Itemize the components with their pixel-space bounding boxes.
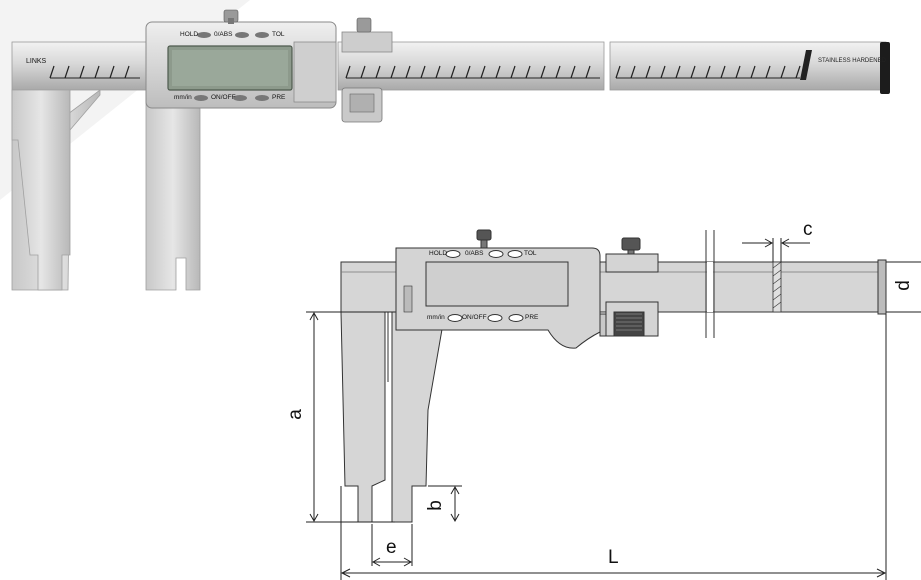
photo-scale-tick <box>555 65 561 79</box>
photo-scale-tick <box>660 65 666 79</box>
photo-scale-tick <box>64 65 70 79</box>
drawing-clamp-block <box>605 253 659 273</box>
photo-scale-tick <box>390 65 396 79</box>
photo-btn-abs <box>235 32 249 38</box>
photo-scale-tick <box>405 65 411 79</box>
photo-scale-tick <box>49 65 55 79</box>
drawing-end-cap <box>877 259 887 315</box>
photo-sliding-jaw <box>145 99 201 291</box>
drawing-fixed-jaw <box>340 311 386 523</box>
drawing-btn-tol <box>507 250 523 258</box>
photo-btn-tol <box>255 32 269 38</box>
photo-scale-tick <box>540 65 546 79</box>
photo-scale-tick <box>420 65 426 79</box>
photo-scale-tick <box>645 65 651 79</box>
photo-clamp-screw <box>356 17 372 33</box>
photo-scale-tick <box>750 65 756 79</box>
photo-clamp-block <box>341 31 393 53</box>
photo-scale-tick <box>510 65 516 79</box>
photo-btn-pre <box>255 95 269 101</box>
drawing-caliper <box>340 229 887 523</box>
photo-scale-tick <box>94 65 100 79</box>
photo-fixed-jaw-body <box>11 89 71 291</box>
photo-scale-tick <box>495 65 501 79</box>
photo-scale-tick <box>705 65 711 79</box>
photo-scale-tick <box>615 65 621 79</box>
photo-scale-tick <box>435 65 441 79</box>
dimension-lines <box>306 238 921 580</box>
drawing-btn-hold <box>445 250 461 258</box>
photo-scale-tick <box>450 65 456 79</box>
drawing-lcd <box>425 261 569 307</box>
photo-scale-tick <box>720 65 726 79</box>
photo-housing-side <box>293 41 337 103</box>
photo-scale-tick <box>630 65 636 79</box>
photo-scale-tick <box>585 65 591 79</box>
photo-scale-tick <box>675 65 681 79</box>
drawing-btn-mmin <box>447 314 463 322</box>
photo-scale-tick <box>525 65 531 79</box>
drawing-sliding-jaw <box>391 311 446 523</box>
photo-scale-ticks <box>49 50 812 80</box>
photo-end-cap <box>880 42 890 94</box>
photo-btn-onoff <box>233 95 247 101</box>
photo-beam-right <box>609 41 887 91</box>
photo-scale-tick <box>345 65 351 79</box>
photo-scale-tick <box>109 65 115 79</box>
drawing-btn-abs <box>488 250 504 258</box>
photo-scale-tick <box>570 65 576 79</box>
drawing-top-knob <box>476 229 492 241</box>
drawing-clamp-screw <box>621 237 641 251</box>
photo-scale-tick <box>690 65 696 79</box>
photo-btn-hold <box>197 32 211 38</box>
photo-scale-tick <box>795 65 801 79</box>
photo-scale-tick <box>465 65 471 79</box>
photo-scale-tick <box>480 65 486 79</box>
photo-scale-tick <box>124 65 130 79</box>
photo-scale-tick <box>375 65 381 79</box>
drawing-btn-onoff <box>487 314 503 322</box>
photo-caliper <box>11 9 890 291</box>
drawing-btn-pre <box>508 314 524 322</box>
photo-btn-mmin <box>194 95 208 101</box>
photo-scale-tick <box>765 65 771 79</box>
drawing-lcd-window <box>403 285 413 313</box>
photo-beam-left <box>11 41 149 91</box>
cross-section <box>772 261 782 313</box>
photo-marking-divider <box>800 50 812 80</box>
photo-scale-tick <box>735 65 741 79</box>
photo-scale-tick <box>780 65 786 79</box>
photo-scale-tick <box>360 65 366 79</box>
photo-scale-tick <box>79 65 85 79</box>
